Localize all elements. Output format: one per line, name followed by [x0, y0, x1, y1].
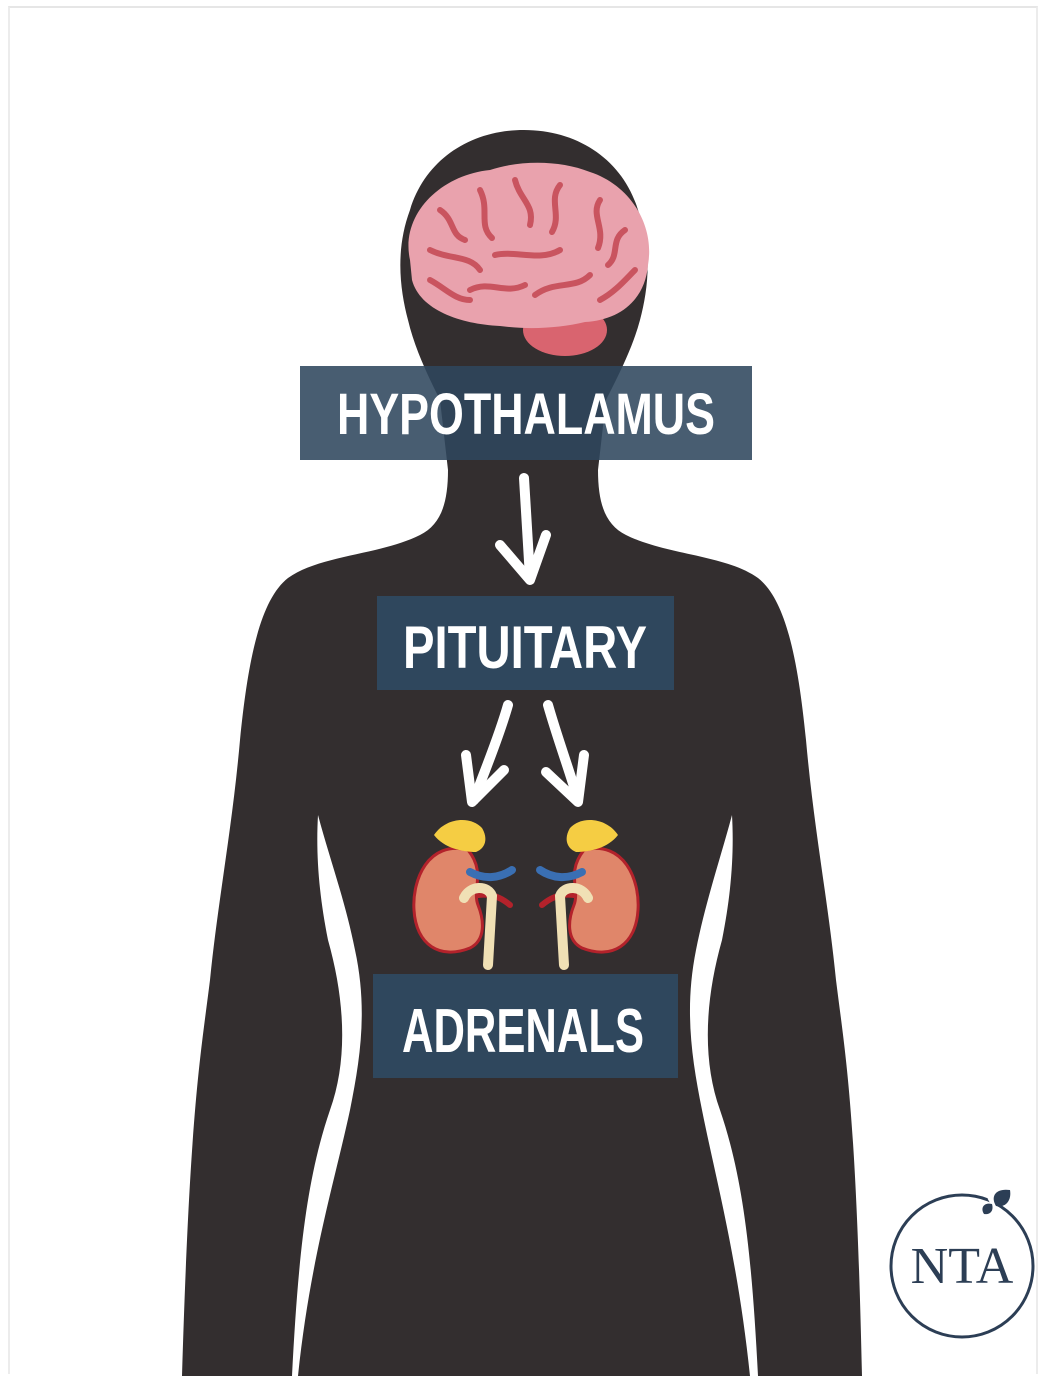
hypothalamus-text: HYPOTHALAMUS — [337, 382, 715, 447]
pituitary-text: PITUITARY — [403, 614, 647, 681]
pituitary-label: PITUITARY — [377, 596, 674, 690]
hypothalamus-label: HYPOTHALAMUS — [300, 366, 752, 460]
adrenals-text: ADRENALS — [402, 997, 644, 1066]
logo-text: NTA — [911, 1238, 1014, 1295]
nta-logo: NTA — [891, 1190, 1033, 1337]
adrenals-label: ADRENALS — [373, 974, 678, 1078]
